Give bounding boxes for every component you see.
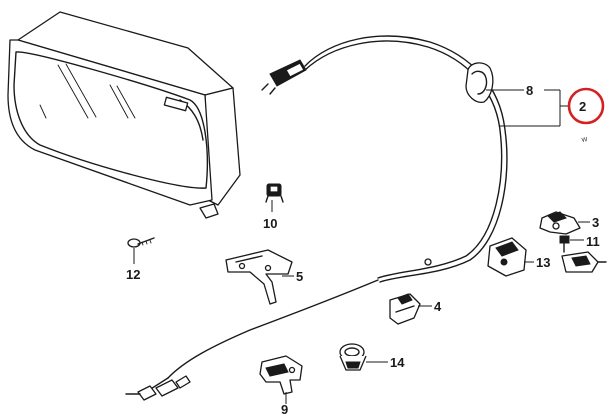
callout-8: 8 — [526, 83, 533, 98]
leader-lines — [271, 89, 568, 212]
callout-10: 10 — [263, 216, 277, 231]
highlight-circle — [567, 87, 605, 125]
watermark-w: W — [581, 137, 588, 144]
side-clip — [561, 251, 607, 273]
callout-5: 5 — [296, 269, 303, 284]
callout-labels: 2 8 3 11 13 10 12 5 4 14 9 W — [126, 83, 600, 416]
part-14-grommet — [339, 343, 388, 371]
part-10-clip — [265, 183, 284, 203]
part-4-clip — [389, 293, 432, 325]
part-11-bolt — [559, 235, 584, 253]
callout-9: 9 — [281, 402, 288, 416]
part-13-holder — [487, 237, 534, 277]
callout-11: 11 — [586, 234, 600, 249]
part-12-screw — [127, 237, 155, 264]
callout-4: 4 — [434, 299, 442, 314]
part-9-bracket — [259, 355, 303, 404]
adjuster-cable — [125, 35, 508, 401]
callout-3: 3 — [592, 215, 599, 230]
headlight-assembly — [7, 11, 241, 219]
callout-12: 12 — [126, 267, 140, 282]
callout-13: 13 — [536, 255, 550, 270]
part-5-bracket — [225, 249, 294, 305]
part-3-clamp — [539, 211, 590, 235]
callout-2: 2 — [579, 99, 586, 114]
callout-14: 14 — [390, 355, 405, 370]
